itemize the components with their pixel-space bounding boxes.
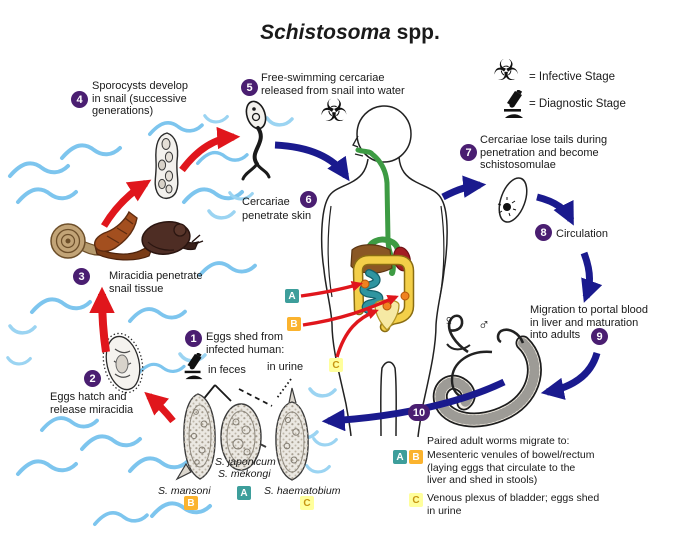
step-5-label: Free-swimming cercariae released from sn… <box>261 72 405 97</box>
species-label-japonicum: S. japonicum <box>215 456 276 468</box>
cercaria-illustration <box>241 100 271 181</box>
marker-c: C <box>409 493 423 507</box>
step-9-label: Migration to portal blood in liver and m… <box>530 304 649 341</box>
female-symbol: ♀ <box>443 313 455 330</box>
step-6-label-line2: penetrate skin <box>242 210 312 222</box>
wave-icon <box>312 437 338 447</box>
wave-icon <box>6 356 32 366</box>
wave-icon <box>305 464 331 474</box>
digestive-organs-illustration <box>350 147 415 333</box>
step-4-badge: 4 <box>71 91 88 108</box>
marker-c: C <box>329 358 343 372</box>
step-6-badge: 6 <box>300 191 317 208</box>
step-3-badge: 3 <box>73 268 90 285</box>
wave-icon <box>8 324 37 335</box>
species-label-mekongi: S. mekongi <box>218 468 271 480</box>
wave-icon <box>308 387 337 398</box>
title-suffix: spp. <box>390 21 440 44</box>
microscope-icon <box>184 353 203 380</box>
in-urine-label: in urine <box>267 361 304 373</box>
wave-icon <box>128 307 187 324</box>
biohazard-icon: ☣ <box>320 93 348 128</box>
wave-icon <box>207 209 236 220</box>
step-7-badge: 7 <box>460 144 477 161</box>
title-genus: Schistosoma <box>260 21 391 44</box>
step-1-label: Eggs shed from infected human: <box>206 331 285 356</box>
step-2-badge: 2 <box>84 370 101 387</box>
marker-b: B <box>287 317 301 331</box>
step-3-label: Miracidia penetrate snail tissue <box>109 270 203 295</box>
wave-icon <box>128 456 190 473</box>
male-symbol: ♂ <box>478 317 490 334</box>
schistosomula-illustration <box>497 177 528 223</box>
blue-cycle-arrows <box>274 141 603 432</box>
wave-icon <box>136 362 186 377</box>
wave-icon <box>203 114 229 124</box>
wave-icon <box>40 416 99 433</box>
species-label-mansoni: S. mansoni <box>158 485 211 497</box>
step-7-label: Cercariae lose tails during penetration … <box>480 134 608 171</box>
species-label-haematobium: S. haematobium <box>264 485 341 497</box>
wave-icon <box>93 511 149 527</box>
step-10-ab-text: Mesenteric venules of bowel/rectum (layi… <box>427 449 595 486</box>
step-6-label-line1: Cercariae <box>242 196 290 208</box>
marker-b: B <box>409 450 423 464</box>
wave-icon <box>16 187 78 204</box>
wave-icon <box>228 191 254 201</box>
in-feces-label: in feces <box>208 364 246 376</box>
step-8-badge: 8 <box>535 224 552 241</box>
wave-icon <box>16 459 78 476</box>
wave-icon <box>80 434 142 451</box>
red-cycle-arrows <box>89 126 399 424</box>
marker-b: B <box>184 496 198 510</box>
wave-icon <box>150 501 212 518</box>
wave-icon <box>8 161 70 178</box>
legend-diagnostic-label: = Diagnostic Stage <box>529 98 626 110</box>
step-8-label: Circulation <box>556 228 608 240</box>
water-waves <box>6 114 338 527</box>
microscope-icon <box>504 90 523 118</box>
marker-c: C <box>300 496 314 510</box>
sporocyst-illustration <box>154 132 179 200</box>
egg-japonicum-illustration <box>220 403 267 471</box>
wave-icon <box>148 121 204 137</box>
step-10-c-text: Venous plexus of bladder; eggs shed in u… <box>427 492 600 517</box>
wave-icon <box>30 297 92 314</box>
step-5-badge: 5 <box>241 79 258 96</box>
legend-infective-label: = Infective Stage <box>529 71 615 83</box>
step-2-label: Eggs hatch and release miracidia <box>50 391 134 416</box>
step-4-label: Sporocysts develop in snail (successive … <box>92 80 188 117</box>
snails-illustration <box>50 210 204 261</box>
wave-icon <box>265 116 294 127</box>
wave-icon <box>198 261 257 278</box>
biohazard-icon: ☣ <box>493 55 519 87</box>
step-1-badge: 1 <box>185 330 202 347</box>
miracidium-illustration <box>102 332 144 394</box>
step-10-intro: Paired adult worms migrate to: <box>427 435 570 447</box>
step-9-badge: 9 <box>591 328 608 345</box>
egg-mansoni-illustration <box>175 393 216 481</box>
marker-a: A <box>237 486 251 500</box>
wave-icon <box>60 143 122 160</box>
page-title: Schistosoma spp. <box>0 21 700 45</box>
marker-a: A <box>393 450 407 464</box>
wave-icon <box>196 150 249 166</box>
step-10-badge: 10 <box>408 404 430 421</box>
marker-a: A <box>285 289 299 303</box>
egg-pointer-lines <box>201 378 292 407</box>
egg-haematobium-illustration <box>275 387 309 481</box>
